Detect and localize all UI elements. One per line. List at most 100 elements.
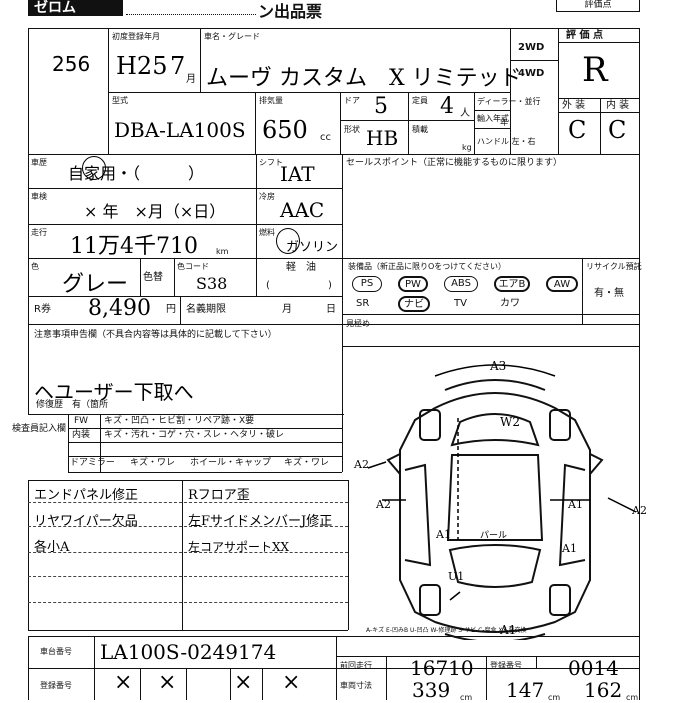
rtax-label: R券 <box>34 304 51 315</box>
remarks-extra-label: 見極め <box>346 319 370 328</box>
doors-label: ドア <box>344 96 360 105</box>
mileage-value: 11万4千710 <box>70 234 198 259</box>
equipment-label: 装備品（新正品に限りOをつけてください） <box>348 262 507 271</box>
import-year-unit: 年 <box>500 118 508 127</box>
displacement-value: 650 <box>262 116 308 144</box>
fuel-paren: ( <box>266 280 270 291</box>
equip-tv: TV <box>454 298 467 309</box>
size-height-unit: cm <box>626 693 639 702</box>
dealer-label: ディーラー・並行 <box>477 97 541 106</box>
score-value: R <box>582 50 608 90</box>
score-label: 評 価 点 <box>566 30 603 41</box>
size-length-unit: cm <box>460 693 473 702</box>
header-title: ン出品票 <box>258 2 323 21</box>
prev-mileage-label: 前回走行 <box>340 661 372 670</box>
reg-number-value: 0014 <box>568 656 619 680</box>
notes-sub: 修復歴 有（箇所 <box>36 400 109 410</box>
handle-label: ハンドル 左・右 <box>477 137 536 146</box>
interior-grade: C <box>608 116 627 144</box>
insp-interior: 内装 <box>72 430 91 440</box>
damage-label-a2-left: A2 <box>353 458 369 471</box>
doors-value: 5 <box>374 94 388 119</box>
reg-number-label: 登録番号 <box>490 661 522 670</box>
car-name-label: 車名・グレード <box>204 32 260 41</box>
drive-4wd: 4WD <box>518 68 545 79</box>
insp-interior-desc: キズ・汚れ・コゲ・穴・スレ・ヘタリ・破レ <box>104 430 285 440</box>
damage-label-a2-left2: A2 <box>375 498 391 511</box>
shift-value: IAT <box>280 162 315 186</box>
aircon-label: 冷房 <box>259 192 275 201</box>
header-score-box: 評価点 <box>556 0 640 12</box>
lot-number: 256 <box>52 52 91 76</box>
handnote-3: 各小A <box>34 540 70 555</box>
capacity-value: 4 <box>440 94 454 119</box>
damage-label-a1-right: A1 <box>567 498 583 511</box>
insp-fw-desc: キズ・凹凸・ヒビ割・リペア跡・X要 <box>104 416 255 426</box>
rtax-month: 月 <box>282 304 292 315</box>
first-reg-month: 7 <box>170 52 186 80</box>
damage-label-a1-rear: A1 <box>561 542 577 555</box>
prev-mileage-value: 16710 <box>410 656 474 680</box>
size-width-unit: cm <box>548 693 561 702</box>
handnote-6: 左コアサポートXX <box>188 540 290 554</box>
insp-fw: FW <box>74 416 89 426</box>
equip-abs: ABS <box>444 276 478 292</box>
equip-sr: SR <box>356 298 370 309</box>
handnote-1: エンドパネル修正 <box>34 488 139 503</box>
handnote-5: 左FサイドメンバーJ修正 <box>188 514 333 529</box>
equip-navi: ナビ <box>398 296 430 312</box>
rtax-unit: 円 <box>166 304 176 315</box>
damage-label-a2-far-right: A2 <box>632 504 647 517</box>
rtax-meigi: 名義期限 <box>186 304 226 315</box>
first-reg-year: H25 <box>116 52 168 80</box>
header-dots <box>126 2 256 15</box>
equip-pw: PW <box>398 276 428 292</box>
header-logo: ゼロム <box>28 0 123 16</box>
color-code-value: S38 <box>196 274 228 293</box>
registration-label: 登録番号 <box>40 681 72 690</box>
inspection-label: 車検 <box>31 192 47 201</box>
insp-mirror-desc: キズ・ワレ <box>130 458 176 468</box>
recycle-label: リサイクル預託 <box>586 262 642 271</box>
model-label: 型式 <box>112 96 128 105</box>
color-value: グレー <box>62 272 129 297</box>
inspection-value: × 年 ×月（×日） <box>84 202 226 221</box>
history-label: 車歴 <box>31 158 47 167</box>
damage-label-a1-bottom: A1 <box>499 623 516 637</box>
displacement-label: 排気量 <box>259 96 283 105</box>
color-code-label: 色コード <box>177 262 209 271</box>
damage-label-pearl: パール <box>480 530 507 541</box>
equip-aw: AW <box>546 276 578 292</box>
damage-label-w2: W2 <box>500 415 520 429</box>
damage-label-u1: U1 <box>448 570 464 583</box>
color-label: 色 <box>31 262 39 271</box>
handnote-2: リヤワイパー欠品 <box>34 514 138 529</box>
reg-mark-1: × <box>114 670 133 695</box>
mileage-label: 走行 <box>31 228 47 237</box>
model-value: DBA-LA100S <box>114 118 246 142</box>
insp-wheel: ホイール・キャップ <box>190 458 272 468</box>
first-reg-month-unit: 月 <box>186 74 196 85</box>
weight-label: 積載 <box>412 125 428 134</box>
size-height: 162 <box>584 678 623 702</box>
car-damage-diagram: A3 W2 A2 A2 A1 A1 A1 U1 A1 パール <box>353 359 637 640</box>
reg-mark-3: × <box>234 670 253 695</box>
fuel-paren-close: ) <box>328 280 332 291</box>
fuel-option: 軽 油 <box>286 262 316 273</box>
damage-label-a1-door: A1 <box>435 528 451 541</box>
capacity-label: 定員 <box>412 96 428 105</box>
notes-text: ヘユーザー下取へ <box>34 380 194 404</box>
rtax-value: 8,490 <box>88 296 151 321</box>
handnote-4: Rフロア歪 <box>188 488 250 503</box>
recycle-option: 有・無 <box>594 288 624 299</box>
displacement-unit: cc <box>320 132 331 143</box>
first-reg-label: 初度登録年月 <box>112 32 160 41</box>
legend: A-キズ E-凹みB U-凹凸 W-修理跡 S-サビ C-腐食 XX-要交換 <box>366 627 527 634</box>
weight-unit: kg <box>462 143 472 152</box>
size-width: 147 <box>506 678 545 702</box>
import-year-label: 輸入年式 <box>477 114 509 123</box>
sales-point-label: セールスポイント（正常に機能するものに限ります） <box>346 158 563 168</box>
car-name-value: ムーヴ カスタム X リミテッド <box>206 66 522 91</box>
equip-ps: PS <box>352 276 382 292</box>
equip-leather: カワ <box>500 298 520 309</box>
